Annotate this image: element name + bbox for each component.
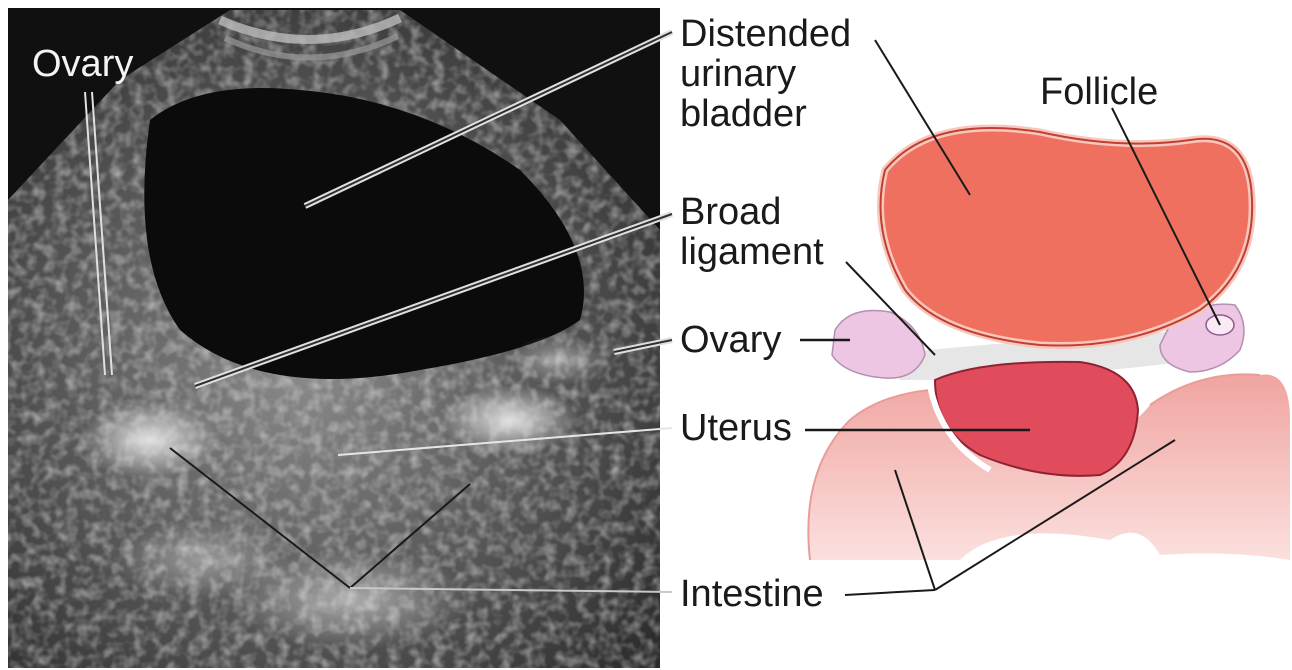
bladder-line1: Distended (680, 14, 851, 54)
bladder-line2: urinary (680, 54, 851, 94)
broad-line2: ligament (680, 232, 824, 272)
ovary-text: Ovary (680, 320, 781, 360)
bladder-line3: bladder (680, 94, 851, 134)
label-broad-ligament: Broad ligament (680, 192, 824, 272)
label-follicle: Follicle (1040, 72, 1158, 112)
label-ultrasound-ovary: Ovary (32, 44, 133, 84)
label-intestine: Intestine (680, 574, 824, 614)
ultrasound-ovary-text: Ovary (32, 44, 133, 84)
label-distended-urinary-bladder: Distended urinary bladder (680, 14, 851, 134)
broad-line1: Broad (680, 192, 824, 232)
label-uterus: Uterus (680, 408, 792, 448)
label-ovary: Ovary (680, 320, 781, 360)
intestine-text: Intestine (680, 574, 824, 614)
follicle-text: Follicle (1040, 72, 1158, 112)
uterus-text: Uterus (680, 408, 792, 448)
